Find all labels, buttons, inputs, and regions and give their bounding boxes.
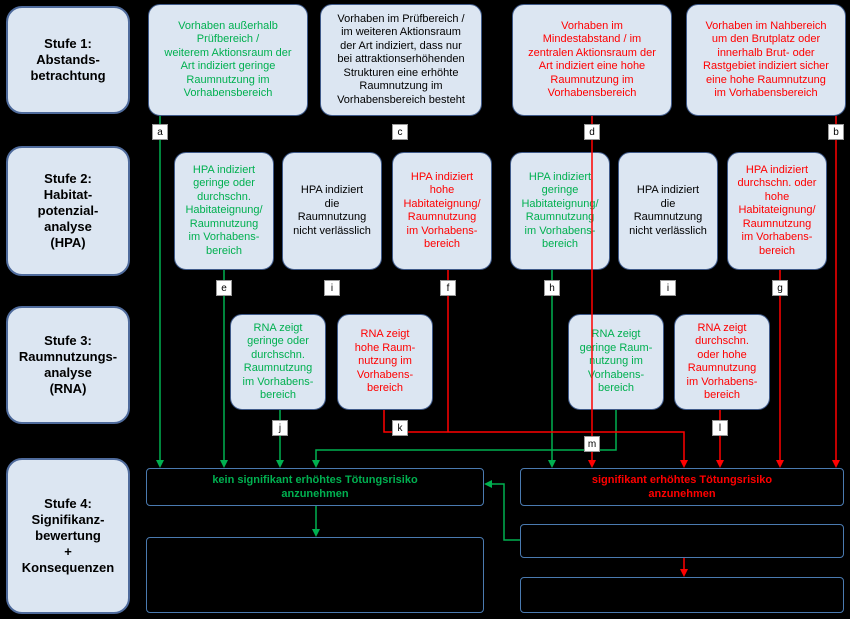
tag-i-2: i (660, 280, 676, 296)
consequence-box-left (146, 537, 484, 613)
tag-b: b (828, 124, 844, 140)
stage2-node-hpa-low-avg: HPA indiziert geringe oder durchschn. Ha… (174, 152, 274, 270)
tag-l: l (712, 420, 728, 436)
tag-d: d (584, 124, 600, 140)
stage2-node-hpa-avg-high: HPA indiziert durchschn. oder hohe Habit… (727, 152, 827, 270)
tag-c: c (392, 124, 408, 140)
stage3-node-rna-high: RNA zeigt hohe Raum- nutzung im Vorhaben… (337, 314, 433, 410)
stage-3-label: Stufe 3: Raumnutzungs- analyse (RNA) (6, 306, 130, 424)
tag-j: j (272, 420, 288, 436)
tag-a: a (152, 124, 168, 140)
stage3-node-rna-avg-high: RNA zeigt durchschn. oder hohe Raumnutzu… (674, 314, 770, 410)
stage2-node-hpa-unreliable-2: HPA indiziert die Raumnutzung nicht verl… (618, 152, 718, 270)
stage-4-label: Stufe 4: Signifikanz- bewertung + Konseq… (6, 458, 130, 614)
tag-m: m (584, 436, 600, 452)
arrow-m (312, 410, 617, 468)
stage3-node-rna-low: RNA zeigt geringe Raum- nutzung im Vorha… (568, 314, 664, 410)
tag-h: h (544, 280, 560, 296)
stage3-node-rna-low-avg: RNA zeigt geringe oder durchschn. Raumnu… (230, 314, 326, 410)
consequence-box-right-lower (520, 577, 844, 613)
stage-2-label: Stufe 2: Habitat- potenzial- analyse (HP… (6, 146, 130, 276)
stage2-node-hpa-high: HPA indiziert hohe Habitateignung/ Raumn… (392, 152, 492, 270)
arrow-k (383, 410, 688, 468)
tag-e: e (216, 280, 232, 296)
stage-1-label: Stufe 1: Abstands- betrachtung (6, 6, 130, 114)
result-no-significant-risk: kein signifikant erhöhtes Tötungsrisiko … (146, 468, 484, 506)
stage1-node-check-area: Vorhaben im Prüfbereich / im weiteren Ak… (320, 4, 482, 116)
stage1-node-outside-check-area: Vorhaben außerhalb Prüfbereich / weitere… (148, 4, 308, 116)
stage2-node-hpa-low: HPA indiziert geringe Habitateignung/ Ra… (510, 152, 610, 270)
result-significant-risk: signifikant erhöhtes Tötungsrisiko anzun… (520, 468, 844, 506)
tag-i-1: i (324, 280, 340, 296)
stage2-node-hpa-unreliable-1: HPA indiziert die Raumnutzung nicht verl… (282, 152, 382, 270)
tag-f: f (440, 280, 456, 296)
stage1-node-min-distance: Vorhaben im Mindestabstand / im zentrale… (512, 4, 672, 116)
tag-k: k (392, 420, 408, 436)
consequence-box-right-upper (520, 524, 844, 558)
arrow-return (484, 480, 520, 541)
stage1-node-near-area: Vorhaben im Nahbereich um den Brutplatz … (686, 4, 846, 116)
tag-g: g (772, 280, 788, 296)
